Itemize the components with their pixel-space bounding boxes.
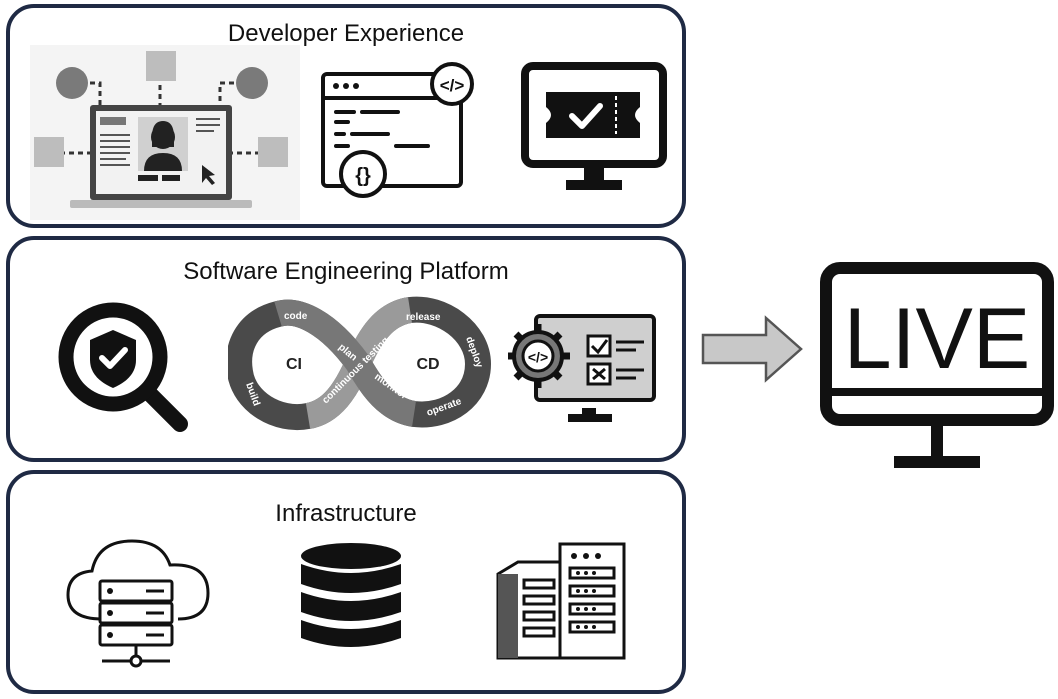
svg-text:</>: </> — [440, 76, 465, 95]
stage-code: code — [284, 311, 308, 322]
developer-portal-icon — [30, 45, 300, 220]
right-arrow-icon — [701, 315, 803, 383]
ticket-monitor-icon — [521, 62, 667, 190]
database-icon — [301, 543, 401, 647]
svg-text:</>: </> — [528, 349, 548, 365]
datacenter-building-icon — [496, 542, 626, 660]
code-window-icon: </> {} — [321, 62, 474, 198]
developer-experience-title: Developer Experience — [227, 20, 465, 47]
live-monitor-icon: LIVE — [820, 262, 1054, 468]
code-settings-checklist-icon: </> — [508, 314, 656, 422]
svg-text:{}: {} — [355, 165, 371, 187]
ci-label: CI — [286, 356, 302, 373]
cloud-server-icon — [66, 539, 210, 668]
devops-loop-icon: code build plan continuous testing relea… — [228, 296, 492, 430]
infrastructure-title: Infrastructure — [275, 500, 417, 527]
cd-label: CD — [416, 356, 439, 373]
security-search-icon — [58, 302, 188, 432]
software-engineering-platform-title: Software Engineering Platform — [183, 258, 509, 285]
live-text: LIVE — [844, 291, 1030, 387]
stage-release: release — [406, 312, 441, 323]
